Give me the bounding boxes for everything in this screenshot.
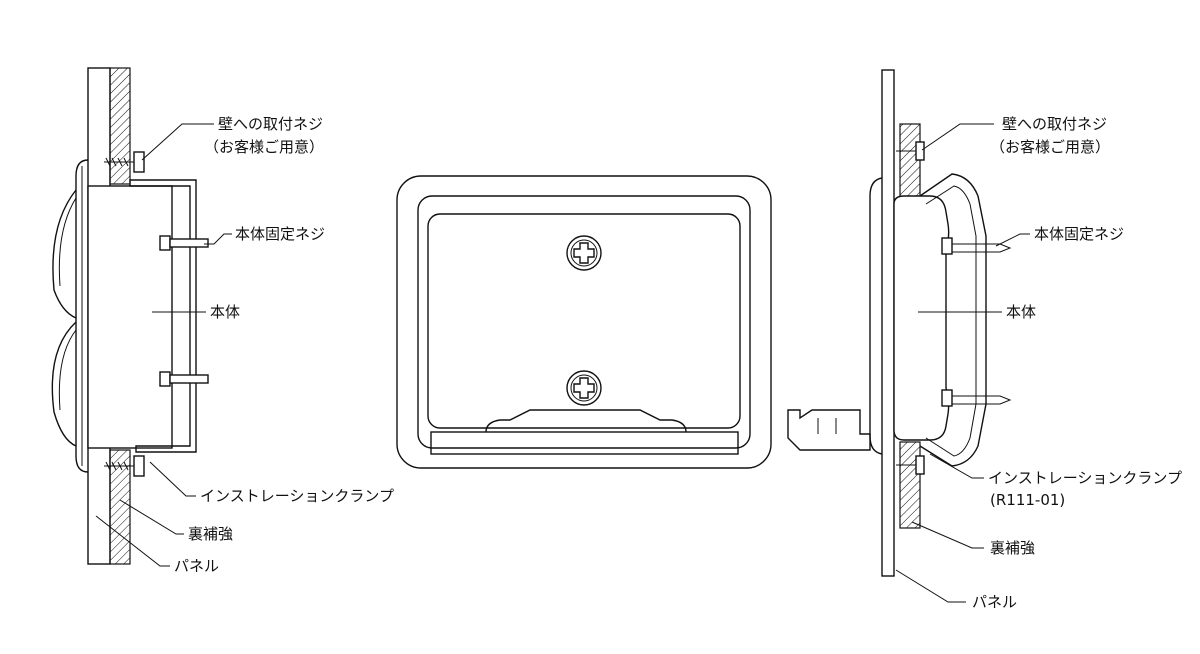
left-dome-lower <box>51 321 77 447</box>
right-clamp-label-2: (R111-01) <box>990 491 1065 509</box>
front-view <box>396 175 772 469</box>
right-reinforcement-lower <box>899 441 921 529</box>
right-body <box>893 195 950 441</box>
front-screw-lower <box>566 370 602 406</box>
left-body-screw-label: 本体固定ネジ <box>235 225 325 243</box>
left-wall-screw-label-2: （お客様ご用意） <box>204 138 324 156</box>
left-body <box>87 185 173 449</box>
right-wall-screw-label-1: 壁への取付ネジ <box>1002 115 1107 133</box>
right-clamp <box>919 173 987 467</box>
front-outer-frame <box>396 175 772 469</box>
left-side-view <box>51 67 232 567</box>
front-screw-upper <box>566 235 602 271</box>
front-cover <box>427 213 741 429</box>
left-wall-screw-upper <box>104 151 145 173</box>
left-reinforcement-lower <box>109 449 131 565</box>
left-clamp <box>129 179 197 453</box>
right-panel <box>881 69 895 577</box>
left-body-screw-upper <box>159 235 209 251</box>
left-body-label: 本体 <box>210 303 240 321</box>
right-clamp-label-1: インストレーションクランプ <box>988 469 1182 487</box>
right-reinforcement-label: 裏補強 <box>990 539 1035 557</box>
left-wall-screw-label-1: 壁への取付ネジ <box>218 115 323 133</box>
right-body-screw-label: 本体固定ネジ <box>1034 225 1124 243</box>
right-body-screw-lower <box>941 389 1012 407</box>
right-clamp-part <box>787 409 871 451</box>
right-flange <box>869 177 883 455</box>
left-flange <box>75 159 89 473</box>
right-reinforcement-upper <box>899 123 921 201</box>
right-wall-screw-lower <box>896 455 925 475</box>
left-reinforcement-label: 裏補強 <box>188 525 233 543</box>
right-panel-label: パネル <box>972 593 1017 611</box>
right-wall-screw-label-2: （お客様ご用意） <box>990 138 1110 156</box>
right-wall-screw-upper <box>896 141 925 161</box>
front-inner-frame <box>417 195 751 449</box>
left-panel-label: パネル <box>174 557 219 575</box>
left-wall-screw-lower <box>104 455 145 477</box>
right-body-screw-upper <box>941 237 1012 255</box>
left-dome-upper <box>52 189 77 319</box>
front-handle-recess <box>485 409 687 433</box>
right-side-view <box>787 69 1030 603</box>
left-body-screw-lower <box>159 371 209 387</box>
left-reinforcement-upper <box>109 67 131 185</box>
right-body-label: 本体 <box>1006 303 1036 321</box>
left-clamp-label: インストレーションクランプ <box>200 487 394 505</box>
front-bottom-lip <box>430 431 739 455</box>
